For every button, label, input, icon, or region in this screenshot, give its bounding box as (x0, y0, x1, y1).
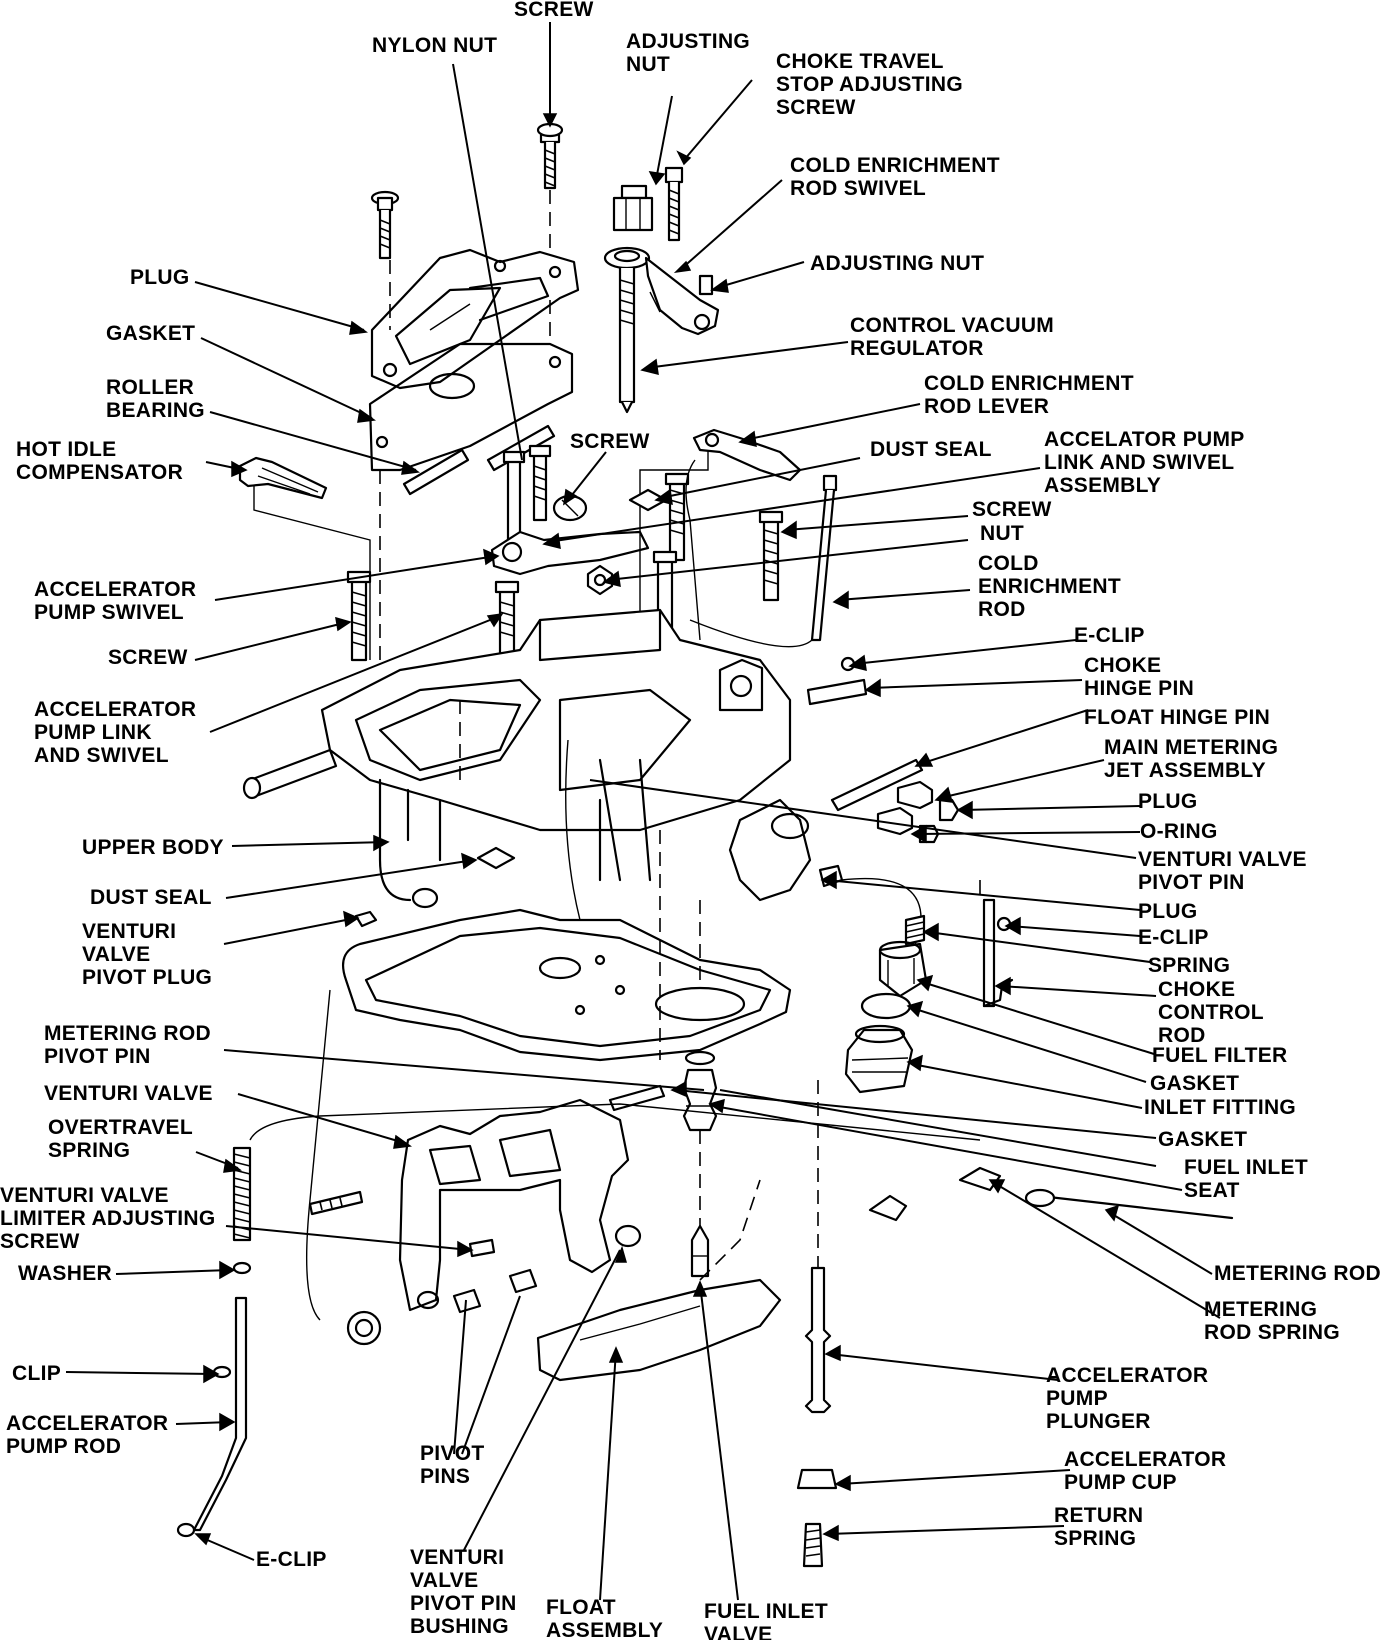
accel-pump-swivel-part (490, 494, 650, 596)
accel-pump-rod-part (176, 1296, 248, 1538)
label-plug-top: PLUG (130, 266, 190, 289)
label-accelator-pump-link-assembly: ACCELATOR PUMP LINK AND SWIVEL ASSEMBLY (1044, 428, 1245, 497)
label-plug-right-1: PLUG (1138, 790, 1198, 813)
label-float-hinge-pin: FLOAT HINGE PIN (1084, 706, 1271, 729)
washer-part (232, 1261, 252, 1275)
label-fuel-inlet-valve: FUEL INLET VALVE (704, 1600, 828, 1640)
float-assembly-part (536, 1278, 782, 1382)
adjusting-nut-part (612, 184, 654, 232)
cold-enrichment-swivel-part (644, 256, 720, 336)
centerlines (379, 190, 981, 1268)
fuel-inlet-seat-part (682, 1068, 718, 1132)
label-nut-right: NUT (980, 522, 1025, 545)
label-venturi-valve-pivot-plug: VENTURI VALVE PIVOT PLUG (82, 920, 213, 989)
label-accelerator-pump-link: ACCELERATOR PUMP LINK AND SWIVEL (34, 698, 197, 767)
choke-travel-screw-part (664, 166, 684, 242)
label-pivot-pins: PIVOT PINS (420, 1442, 485, 1488)
label-eclip-right: E-CLIP (1074, 624, 1145, 647)
main-metering-jet-part (876, 780, 960, 844)
dust-seal-left-part (476, 846, 516, 870)
screws-middle-part (346, 444, 784, 662)
upper-body-part (242, 608, 792, 921)
small-gasket-part (684, 1050, 716, 1066)
label-choke-travel-stop: CHOKE TRAVEL STOP ADJUSTING SCREW (776, 50, 964, 119)
metering-rod-part (868, 1166, 1234, 1222)
choke-hinge-pin-part (806, 678, 868, 706)
label-hot-idle-compensator: HOT IDLE COMPENSATOR (16, 438, 184, 484)
venturi-pivot-plug-part (354, 910, 378, 928)
plug-screw-part (370, 190, 400, 260)
inlet-fitting-part (844, 1024, 914, 1094)
label-venturi-valve: VENTURI VALVE (44, 1082, 213, 1105)
label-screw-right: SCREW (972, 498, 1052, 521)
label-spring: SPRING (1148, 954, 1231, 977)
label-accelerator-pump-plunger: ACCELERATOR PUMP PLUNGER (1046, 1364, 1209, 1433)
label-upper-body: UPPER BODY (82, 836, 224, 859)
spring-part (904, 914, 926, 946)
label-venturi-valve-pivot-pin: VENTURI VALVE PIVOT PIN (1138, 848, 1307, 894)
label-accelerator-pump-swivel: ACCELERATOR PUMP SWIVEL (34, 578, 197, 624)
float-hinge-pin-part (830, 758, 924, 812)
label-fuel-filter: FUEL FILTER (1152, 1044, 1288, 1067)
label-metering-rod-pivot-pin: METERING ROD PIVOT PIN (44, 1022, 211, 1068)
label-washer: WASHER (18, 1262, 112, 1285)
label-control-vacuum-regulator: CONTROL VACUUM REGULATOR (850, 314, 1055, 360)
label-return-spring: RETURN SPRING (1054, 1504, 1144, 1550)
return-spring-part (802, 1522, 824, 1568)
label-gasket-top: GASKET (106, 322, 196, 345)
label-venturi-pivot-pin-bushing: VENTURI VALVE PIVOT PIN BUSHING (410, 1546, 517, 1638)
label-adjusting-nut-top: ADJUSTING NUT (626, 30, 751, 76)
label-nylon-nut: NYLON NUT (372, 34, 498, 57)
screw-top-part (536, 122, 564, 190)
label-eclip-right-2: E-CLIP (1138, 926, 1209, 949)
plug-cover-part (370, 248, 580, 390)
label-adjusting-nut-right: ADJUSTING NUT (810, 252, 985, 275)
label-dust-seal-left: DUST SEAL (90, 886, 212, 909)
label-screw-top: SCREW (514, 0, 594, 21)
label-choke-control-rod: CHOKE CONTROL ROD (1158, 978, 1264, 1047)
label-roller-bearing: ROLLER BEARING (106, 376, 205, 422)
label-main-metering-jet: MAIN METERING JET ASSEMBLY (1104, 736, 1279, 782)
label-cold-enrichment-rod: COLD ENRICHMENT ROD (978, 552, 1121, 621)
centerline-float (699, 1179, 761, 1281)
cold-enrichment-lever-part (639, 428, 802, 700)
label-metering-rod: METERING ROD (1214, 1262, 1381, 1285)
label-screw-middle: SCREW (570, 430, 650, 453)
label-gasket-right-2: GASKET (1158, 1128, 1248, 1151)
label-float-assembly: FLOAT ASSEMBLY (546, 1596, 664, 1640)
leader-lines (65, 22, 1221, 1601)
fuel-filter-part (878, 940, 928, 998)
label-overtravel-spring: OVERTRAVEL SPRING (48, 1116, 193, 1162)
lower-gasket-part (342, 908, 792, 1062)
gasket-top-part (368, 342, 574, 472)
label-plug-right-2: PLUG (1138, 900, 1198, 923)
label-clip: CLIP (12, 1362, 62, 1385)
label-gasket-right-1: GASKET (1150, 1072, 1240, 1095)
label-choke-hinge-pin: CHOKE HINGE PIN (1084, 654, 1195, 700)
control-vacuum-regulator-part (603, 246, 651, 414)
accel-pump-cup-part (796, 1468, 838, 1490)
label-accelerator-pump-rod: ACCELERATOR PUMP ROD (6, 1412, 169, 1458)
label-o-ring: O-RING (1140, 820, 1218, 843)
label-metering-rod-spring: METERING ROD SPRING (1204, 1298, 1341, 1344)
hot-idle-compensator-part (238, 456, 371, 660)
label-cold-enrichment-swivel: COLD ENRICHMENT ROD SWIVEL (790, 154, 1000, 200)
label-screw-left: SCREW (108, 646, 188, 669)
gasket-right-part (860, 992, 912, 1020)
label-venturi-limiter-screw: VENTURI VALVE LIMITER ADJUSTING SCREW (0, 1184, 216, 1253)
limiter-adjusting-screw-part (308, 1190, 496, 1258)
label-cold-enrichment-lever: COLD ENRICHMENT ROD LEVER (924, 372, 1134, 418)
accel-pump-plunger-part (804, 1266, 832, 1414)
label-dust-seal-top: DUST SEAL (870, 438, 992, 461)
pivot-pins-part (346, 1268, 538, 1346)
label-eclip-bottom: E-CLIP (256, 1548, 327, 1571)
label-fuel-inlet-seat: FUEL INLET SEAT (1184, 1156, 1308, 1202)
venturi-valve-part (398, 1098, 642, 1312)
label-accelerator-pump-cup: ACCELERATOR PUMP CUP (1064, 1448, 1227, 1494)
fuel-inlet-valve-part (690, 1224, 710, 1278)
label-inlet-fitting: INLET FITTING (1144, 1096, 1297, 1119)
